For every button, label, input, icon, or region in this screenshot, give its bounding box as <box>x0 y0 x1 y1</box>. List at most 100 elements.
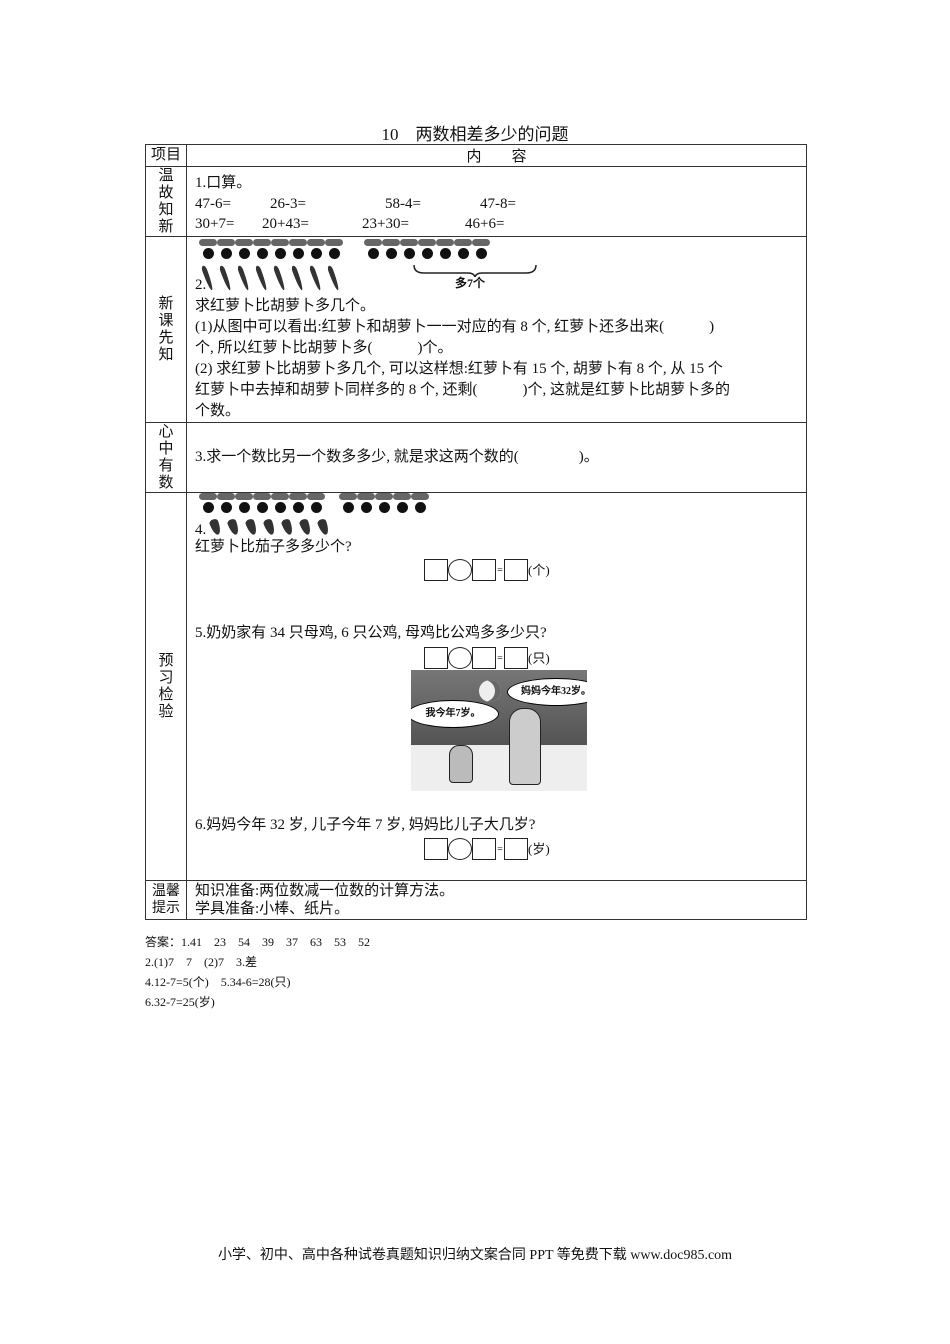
text-line: 2. <box>195 277 207 293</box>
radish-icon <box>323 239 345 261</box>
radish-icon <box>380 239 402 261</box>
expr: 26-3= <box>270 196 306 212</box>
radish-icon <box>269 493 291 515</box>
radish-icon <box>305 493 327 515</box>
moon-icon <box>479 680 501 702</box>
tips-content: 知识准备:两位数减一位数的计算方法。 学具准备:小棒、纸片。 <box>186 880 807 920</box>
row-label: 温馨提示 <box>145 880 187 920</box>
tip-line: 学具准备:小棒、纸片。 <box>195 901 350 917</box>
radish-icon <box>416 239 438 261</box>
operator-circle[interactable] <box>448 838 472 860</box>
eggplant-icon <box>244 517 259 537</box>
expr: 47-6= <box>195 196 231 212</box>
text-line: 求红萝卜比胡萝卜多几个。 <box>195 298 376 314</box>
unit: (个) <box>528 562 550 578</box>
radish-icon <box>287 493 309 515</box>
lesson-table: 项目 内 容 温故知新 1.口算。 47-6= 26-3= 58-4= 47-8… <box>145 144 807 920</box>
expr: 46+6= <box>465 216 505 232</box>
radish-icon <box>251 493 273 515</box>
answer-line: 2.(1)7 7 (2)7 3.差 <box>145 955 257 969</box>
eggplant-icon <box>298 517 313 537</box>
radish-icon <box>197 493 219 515</box>
brace-label: 多7个 <box>455 276 486 290</box>
radish-icon <box>233 239 255 261</box>
expr: 30+7= <box>195 216 235 232</box>
equals: = <box>497 652 503 664</box>
answer-box[interactable] <box>424 838 448 860</box>
answer-template-5: =(只) <box>424 647 550 669</box>
answer-line: 答案：1.41 23 54 39 37 63 53 52 <box>145 935 371 949</box>
header-content: 内 容 <box>186 144 807 167</box>
question-1: 1.口算。 <box>195 175 252 191</box>
practice-content: 4. 红萝卜比茄子多多少个? = (个) 5.奶奶家有 34 只母鸡, 6 只公鸡… <box>186 492 807 881</box>
radish-icon <box>305 239 327 261</box>
radish-icon <box>215 239 237 261</box>
answers: 答案：1.41 23 54 39 37 63 53 52 2.(1)7 7 (2… <box>145 932 370 1012</box>
answer-box[interactable] <box>472 559 496 581</box>
text-line: 个数。 <box>195 403 241 419</box>
mother-son-picture: 我今年7岁。 妈妈今年32岁。 <box>411 670 587 791</box>
radish-icon <box>452 239 474 261</box>
expr: 20+43= <box>262 216 309 232</box>
row-label: 预习检验 <box>145 492 187 881</box>
eggplant-icon <box>226 517 241 537</box>
speech-bubble-child: 我今年7岁。 <box>411 700 499 728</box>
speech-bubble-mom: 妈妈今年32岁。 <box>507 678 587 706</box>
question-5: 5.奶奶家有 34 只母鸡, 6 只公鸡, 母鸡比公鸡多多少只? <box>195 625 547 641</box>
tip-line: 知识准备:两位数减一位数的计算方法。 <box>195 883 455 899</box>
radish-icon <box>197 239 219 261</box>
operator-circle[interactable] <box>448 647 472 669</box>
radish-icon <box>269 239 291 261</box>
radish-eggplant-picture <box>197 493 447 537</box>
new-lesson-content: 多7个 2. 求红萝卜比胡萝卜多几个。 (1)从图中可以看出:红萝卜和胡萝卜一一… <box>186 236 807 423</box>
eggplant-icon <box>208 517 223 537</box>
radish-icon <box>470 239 492 261</box>
review-content: 1.口算。 47-6= 26-3= 58-4= 47-8= 30+7= 20+4… <box>186 166 807 237</box>
answer-box[interactable] <box>504 559 528 581</box>
radish-icon <box>337 493 359 515</box>
radish-icon <box>434 239 456 261</box>
answer-box[interactable] <box>504 647 528 669</box>
footer: 小学、初中、高中各种试卷真题知识归纳文案合同 PPT 等免费下载 www.doc… <box>217 1248 733 1263</box>
radish-icon <box>409 493 431 515</box>
header-item: 项目 <box>145 144 187 167</box>
page-title: 10 两数相差多少的问题 <box>381 125 569 144</box>
equals: = <box>497 843 503 855</box>
radish-icon <box>398 239 420 261</box>
child-figure <box>449 745 473 783</box>
expr: 58-4= <box>385 196 421 212</box>
expr: 23+30= <box>362 216 409 232</box>
unit: (岁) <box>528 841 550 857</box>
answer-box[interactable] <box>424 559 448 581</box>
question-4-number: 4. <box>195 522 207 538</box>
text-line: (1)从图中可以看出:红萝卜和胡萝卜一一对应的有 8 个, 红萝卜还多出来( ) <box>195 319 715 335</box>
eggplant-icon <box>262 517 277 537</box>
radish-icon <box>391 493 413 515</box>
equals: = <box>497 564 503 576</box>
text-line: 红萝卜中去掉和胡萝卜同样多的 8 个, 还剩( )个, 这就是红萝卜比胡萝卜多的 <box>195 382 730 398</box>
answer-line: 6.32-7=25(岁) <box>145 995 215 1009</box>
row-label: 温故知新 <box>145 166 187 237</box>
text-line: 个, 所以红萝卜比胡萝卜多( )个。 <box>195 340 453 356</box>
answer-template-6: = (岁) <box>424 838 550 860</box>
radish-icon <box>233 493 255 515</box>
question-4: 红萝卜比茄子多多少个? <box>195 539 352 555</box>
radish-carrot-picture <box>197 239 517 292</box>
text-line: (2) 求红萝卜比胡萝卜多几个, 可以这样想:红萝卜有 15 个, 胡萝卜有 8… <box>195 361 723 377</box>
radish-icon <box>355 493 377 515</box>
answer-template-4: = (个) <box>424 559 550 581</box>
answer-box[interactable] <box>472 838 496 860</box>
operator-circle[interactable] <box>448 559 472 581</box>
key-point: 3.求一个数比另一个数多多少, 就是求这两个数的( )。 <box>186 422 807 493</box>
radish-icon <box>251 239 273 261</box>
answer-box[interactable] <box>472 647 496 669</box>
answer-box[interactable] <box>504 838 528 860</box>
eggplant-icon <box>280 517 295 537</box>
mother-figure <box>509 708 541 785</box>
question-6: 6.妈妈今年 32 岁, 儿子今年 7 岁, 妈妈比儿子大几岁? <box>195 817 536 833</box>
brace <box>413 264 537 277</box>
radish-icon <box>373 493 395 515</box>
answer-box[interactable] <box>424 647 448 669</box>
row-label: 心中有数 <box>145 422 187 493</box>
radish-icon <box>215 493 237 515</box>
